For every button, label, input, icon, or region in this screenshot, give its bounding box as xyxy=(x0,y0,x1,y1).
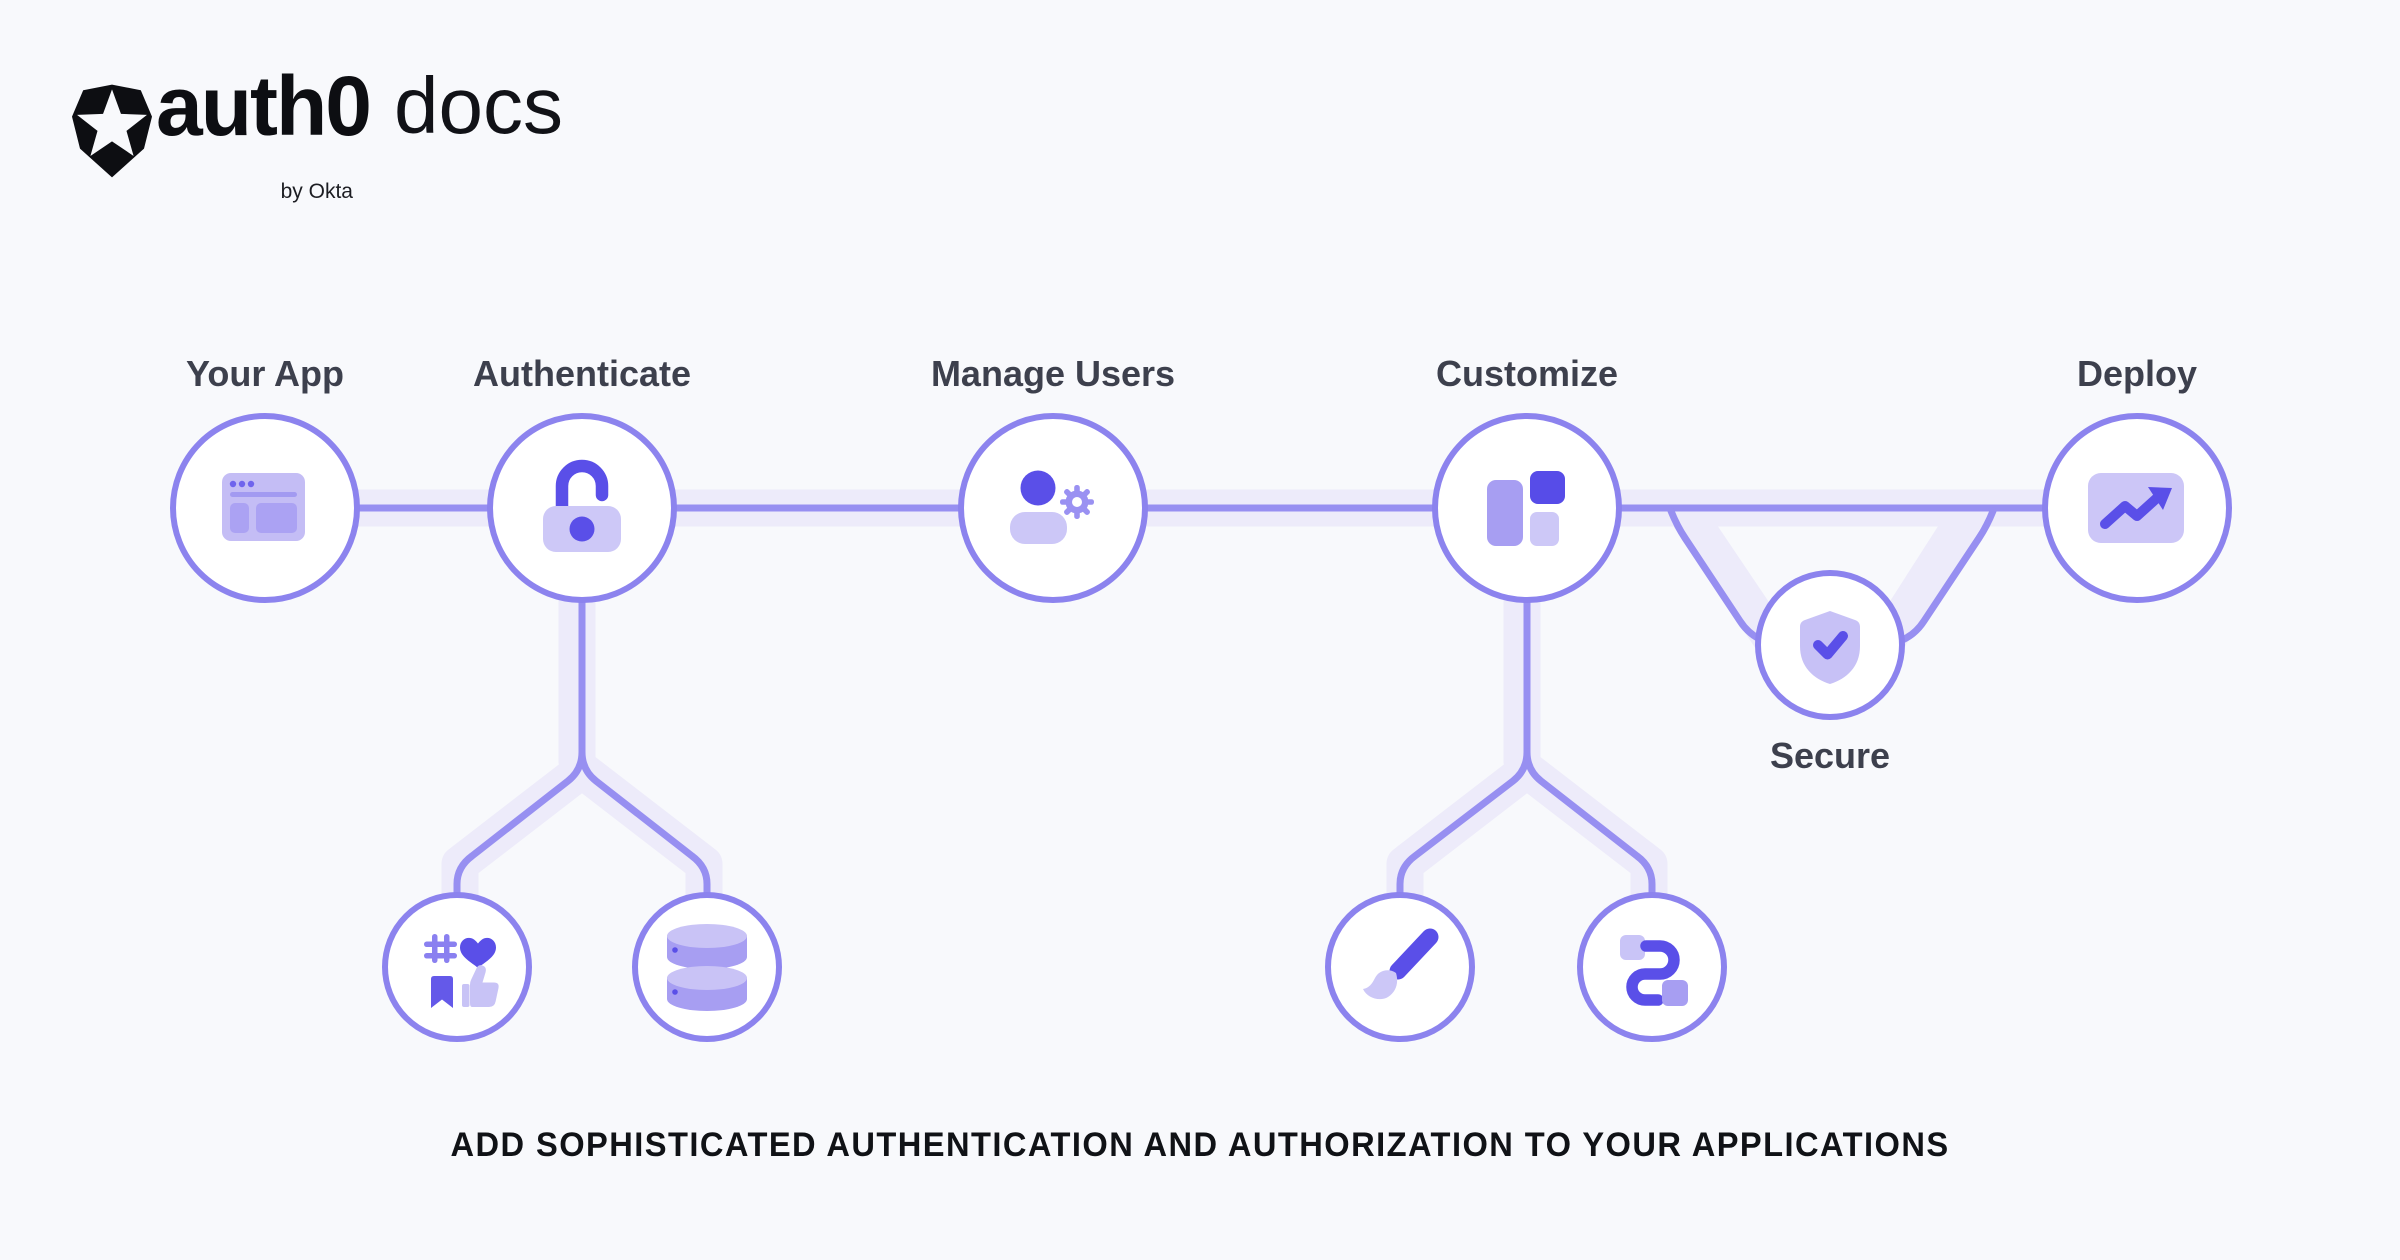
secure-right-line xyxy=(1888,507,1997,648)
logo-byline: by Okta xyxy=(280,180,353,203)
label-secure: Secure xyxy=(1769,735,1891,776)
database-icon xyxy=(667,924,747,1011)
user-gear-icon xyxy=(1010,470,1094,544)
node-flow[interactable] xyxy=(1577,892,1727,1042)
trending-up-chart-icon xyxy=(2088,473,2184,543)
authenticate-left-band xyxy=(441,751,601,917)
label-manage-users: Manage Users xyxy=(930,353,1176,394)
auth0-shield-logo-icon[interactable] xyxy=(72,84,152,178)
logo-wordmark[interactable]: auth0 xyxy=(156,59,372,153)
node-customize[interactable] xyxy=(1432,413,1622,603)
customize-right-band xyxy=(1508,751,1668,917)
customize-left-band xyxy=(1386,751,1546,917)
authenticate-right-band xyxy=(563,751,723,917)
node-social[interactable] xyxy=(382,892,532,1042)
label-customize: Customize xyxy=(1435,353,1619,394)
connector-flow-icon xyxy=(1620,935,1688,1006)
shield-check-icon xyxy=(1800,611,1860,684)
label-your-app: Your App xyxy=(186,353,344,394)
paintbrush-icon xyxy=(1363,928,1439,1000)
open-lock-icon xyxy=(543,459,621,552)
node-manage-users[interactable] xyxy=(958,413,1148,603)
customize-right-line xyxy=(1523,748,1656,906)
authenticate-right-line xyxy=(578,748,711,906)
hero-tagline: ADD SOPHISTICATED AUTHENTICATION AND AUT… xyxy=(450,1126,1950,1164)
label-deploy: Deploy xyxy=(2076,353,2198,394)
browser-window-icon xyxy=(222,473,305,541)
logo-product-name: docs xyxy=(394,61,563,150)
social-engagement-icon xyxy=(424,934,499,1008)
layout-blocks-icon xyxy=(1487,471,1565,546)
label-authenticate: Authenticate xyxy=(472,353,692,394)
